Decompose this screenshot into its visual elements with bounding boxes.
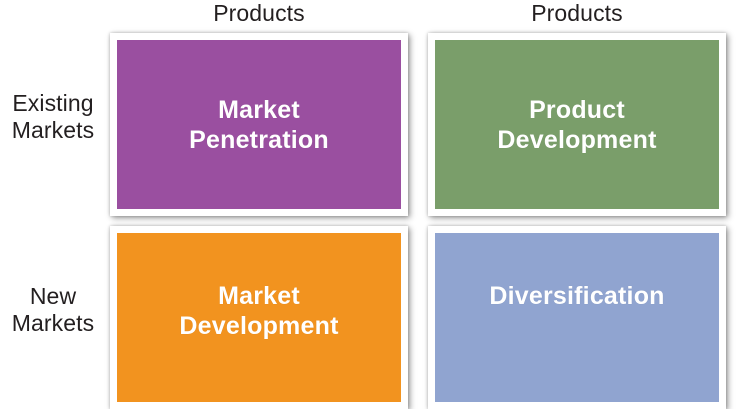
quadrant-diversification[interactable]: Diversification xyxy=(428,226,726,409)
column-header-existing-products: Existing Products xyxy=(213,0,305,26)
quadrant-fill-market-development: Market Development xyxy=(117,233,401,402)
quadrant-label-market-penetration: Market Penetration xyxy=(189,95,329,154)
ansoff-matrix-diagram: Existing Products New Products Existing … xyxy=(11,0,726,402)
row-label-existing-markets: Existing Markets xyxy=(11,90,95,143)
quadrant-fill-diversification: Diversification xyxy=(435,233,719,402)
quadrant-product-development[interactable]: Product Development xyxy=(428,33,726,216)
quadrant-label-product-development: Product Development xyxy=(497,95,657,154)
quadrant-label-diversification: Diversification xyxy=(489,282,665,310)
quadrant-fill-market-penetration: Market Penetration xyxy=(117,40,401,209)
quadrant-label-market-development: Market Development xyxy=(179,282,339,340)
quadrant-fill-product-development: Product Development xyxy=(435,40,719,209)
row-label-new-markets: New Markets xyxy=(11,283,95,336)
quadrant-market-development[interactable]: Market Development xyxy=(110,226,408,409)
quadrant-market-penetration[interactable]: Market Penetration xyxy=(110,33,408,216)
column-header-new-products: New Products xyxy=(531,0,623,26)
